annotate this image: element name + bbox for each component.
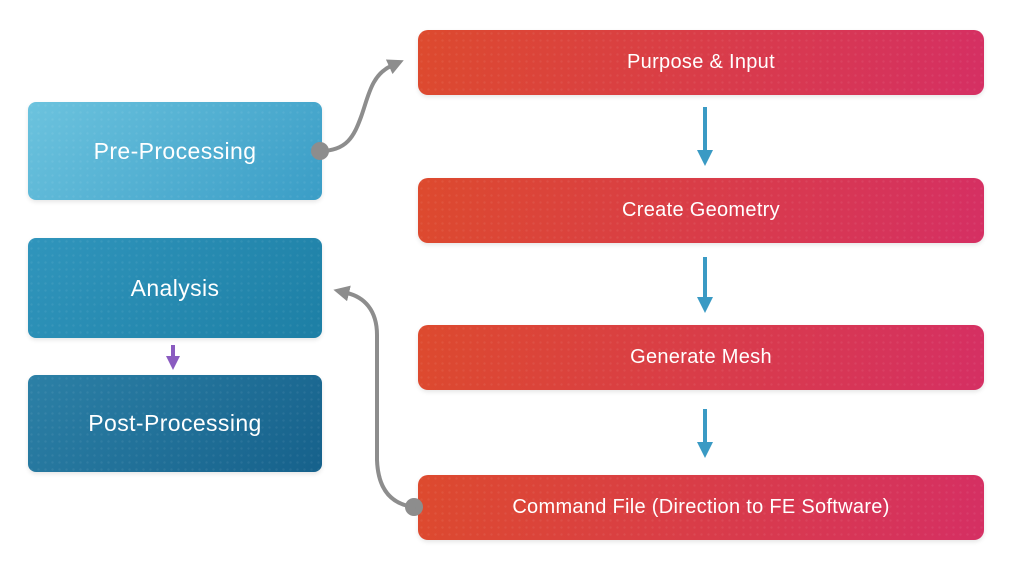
step-create-geometry-label: Create Geometry [622, 199, 780, 221]
step-command-file: Command File (Direction to FE Software) [418, 475, 984, 540]
stage-analysis: Analysis [28, 238, 322, 338]
stage-analysis-label: Analysis [130, 274, 220, 301]
stage-post-processing-label: Post-Processing [88, 410, 262, 436]
stage-pre-processing-label: Pre-Processing [93, 137, 257, 164]
stage-post-processing: Post-Processing [28, 375, 322, 472]
step-command-file-label: Command File (Direction to FE Software) [512, 496, 890, 518]
step-purpose-and-input: Purpose & Input [418, 30, 984, 95]
step-generate-mesh: Generate Mesh [418, 325, 984, 390]
connector-commandfile-to-analysis [333, 285, 423, 516]
step-generate-mesh-label: Generate Mesh [630, 346, 772, 368]
step-create-geometry: Create Geometry [418, 178, 984, 243]
step-purpose-and-input-label: Purpose & Input [627, 51, 775, 73]
connector-preprocessing-to-purpose [311, 59, 404, 160]
stage-pre-processing: Pre-Processing [28, 102, 322, 200]
